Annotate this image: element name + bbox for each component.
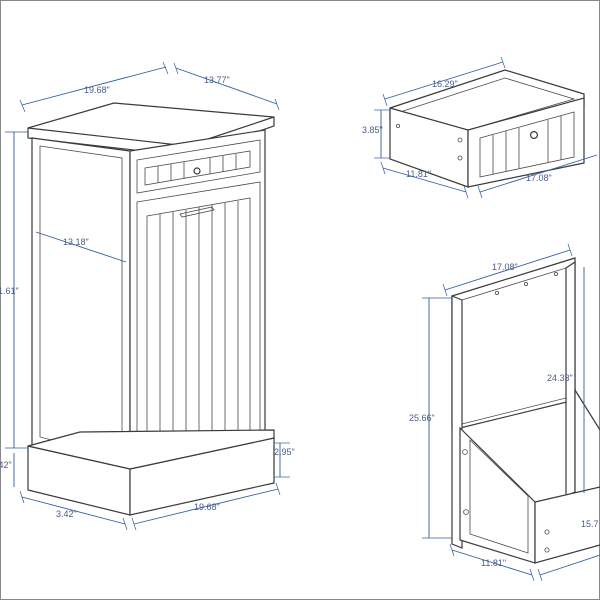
cabinet-drawing bbox=[27, 102, 275, 516]
bin-base-depth-label: 11.81" bbox=[481, 558, 506, 568]
bin-inner-height-label: 24.33" bbox=[547, 373, 573, 383]
hamper-opening-label: 13.18" bbox=[63, 237, 89, 247]
base-left-height-label: 3.42" bbox=[0, 460, 12, 470]
drawer-dimensions bbox=[374, 56, 598, 199]
bin-top-width-label: 17.08" bbox=[492, 262, 518, 272]
drawer-front-knob-icon bbox=[529, 131, 538, 140]
drawer-drawing bbox=[389, 69, 585, 188]
bin-height-label: 25.66" bbox=[409, 413, 435, 423]
base-side-label: 3.42" bbox=[56, 509, 77, 519]
cabinet-height-label: 31.61" bbox=[0, 286, 19, 296]
drawer-depth-label: 16.29" bbox=[432, 79, 458, 89]
cabinet-width-label: 19.68" bbox=[84, 85, 110, 95]
cabinet-depth-label: 13.77" bbox=[204, 75, 230, 85]
cabinet-dimensions bbox=[5, 61, 290, 531]
drawer-knob-icon bbox=[193, 167, 201, 175]
hamper-bin-drawing bbox=[451, 257, 600, 564]
drawer-height-label: 3.85" bbox=[362, 125, 383, 135]
drawer-side-label: 11.81" bbox=[406, 169, 431, 179]
base-right-height-label: 2.95" bbox=[274, 447, 295, 457]
bin-base-width-label: 15.7 bbox=[581, 519, 599, 529]
base-width-label: 19.68" bbox=[194, 502, 220, 512]
hamper-bin-dimensions bbox=[422, 243, 600, 582]
door-handle-icon bbox=[179, 206, 215, 218]
drawer-front-width-label: 17.08" bbox=[526, 173, 552, 183]
